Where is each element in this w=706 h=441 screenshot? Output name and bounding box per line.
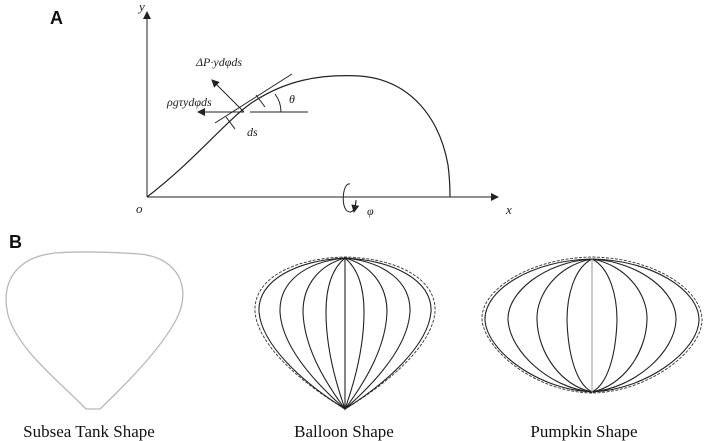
meridian-curve: [146, 75, 451, 198]
element-tick-upper: [255, 94, 266, 108]
panel-a-label: A: [50, 8, 63, 28]
pumpkin-shape: [481, 256, 703, 394]
theta-label: θ: [289, 92, 295, 106]
pressure-force-label: ΔP·ydφds: [195, 55, 242, 69]
origin-label: o: [136, 201, 143, 216]
subsea-tank-outline: [5, 251, 184, 410]
phi-label: φ: [367, 204, 374, 218]
ds-label: ds: [247, 125, 258, 139]
rotation-arrow: [351, 200, 360, 213]
rotation-arc: [342, 183, 357, 213]
subsea-tank-caption: Subsea Tank Shape: [23, 422, 155, 441]
panel-b-label: B: [9, 232, 22, 252]
balloon-shape: [254, 256, 436, 411]
gravity-force-label: ρgτydφds: [166, 95, 212, 109]
balloon-outer-gore-dashed: [254, 256, 436, 410]
x-axis-label: x: [505, 202, 512, 217]
theta-arc: [274, 93, 282, 113]
pressure-force-arrow: [211, 79, 245, 113]
balloon-caption: Balloon Shape: [294, 422, 394, 441]
panel-a: A y x o θ ΔP·ydφds ρgτydφds ds φ: [50, 0, 512, 218]
tangent-line: [214, 73, 293, 124]
y-axis-label: y: [137, 0, 145, 14]
element-tick-lower: [225, 116, 236, 130]
panel-b: B Subsea Tank Shape Balloon Shape Pumpki…: [5, 232, 703, 441]
pumpkin-caption: Pumpkin Shape: [530, 422, 637, 441]
